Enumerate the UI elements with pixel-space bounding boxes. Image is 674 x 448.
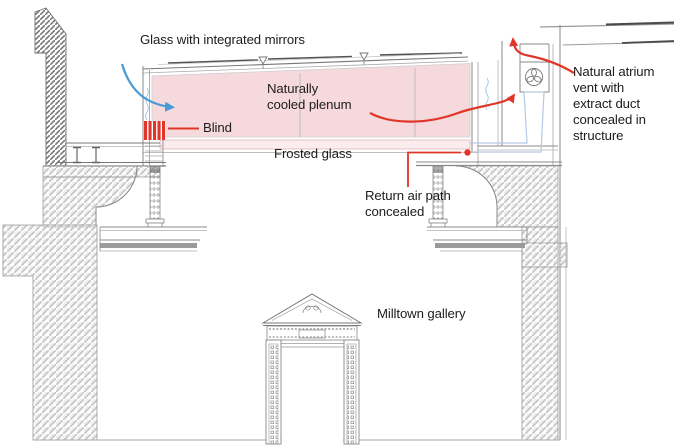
label-return-air: Return air path concealed: [365, 188, 451, 219]
pediment-ornament: [302, 305, 322, 314]
blind-block: [144, 121, 166, 140]
extract-duct: [470, 91, 545, 153]
extract-fan-icon: [525, 68, 543, 86]
parapet-wall: [34, 7, 67, 167]
annotations: [120, 37, 575, 187]
left-wall: [2, 7, 207, 441]
spandrel-right: [455, 165, 559, 228]
walkway-posts: [73, 146, 100, 164]
right-wall: [416, 145, 568, 441]
column-left: [149, 165, 161, 220]
cornice-right: [427, 226, 528, 252]
label-atrium-vent: Natural atrium vent with extract duct co…: [573, 64, 655, 143]
frosted-glass-panel: [159, 139, 471, 150]
label-glass-mirrors: Glass with integrated mirrors: [140, 32, 305, 47]
label-frosted-glass: Frosted glass: [274, 146, 352, 161]
label-plenum: Naturally cooled plenum: [267, 81, 352, 112]
glazed-roof: [142, 52, 469, 74]
frieze-plaque: [298, 329, 326, 339]
return-air-leader-line: [407, 151, 461, 187]
extract-air-arrow: [369, 93, 516, 123]
cooled-plenum: [142, 60, 499, 166]
fresh-air-inflow-arrow: [120, 63, 175, 112]
gallery-doorway: [261, 293, 363, 448]
glass-mark-left: [145, 87, 149, 121]
cornice-left: [99, 226, 207, 252]
door-opening: [282, 348, 343, 448]
glass-mark-right: [485, 77, 489, 111]
label-gallery: Milltown gallery: [377, 306, 466, 321]
pediment: [261, 293, 363, 324]
label-blind: Blind: [203, 120, 232, 135]
masonry-pier-left: [2, 224, 98, 441]
plenum-area: [151, 63, 471, 138]
pier-corbel: [521, 242, 568, 268]
glazing-joint-marker: [258, 56, 268, 65]
glazing-joint-marker: [359, 52, 369, 61]
arch-left: [95, 165, 138, 227]
plenum-divider-lines: [299, 68, 416, 137]
arch-right: [455, 165, 498, 227]
atrium-vent-arrow: [509, 37, 575, 74]
return-air-point: [464, 149, 471, 156]
atrium-roof-lines: [539, 21, 674, 46]
walkway-slab: [42, 165, 161, 178]
